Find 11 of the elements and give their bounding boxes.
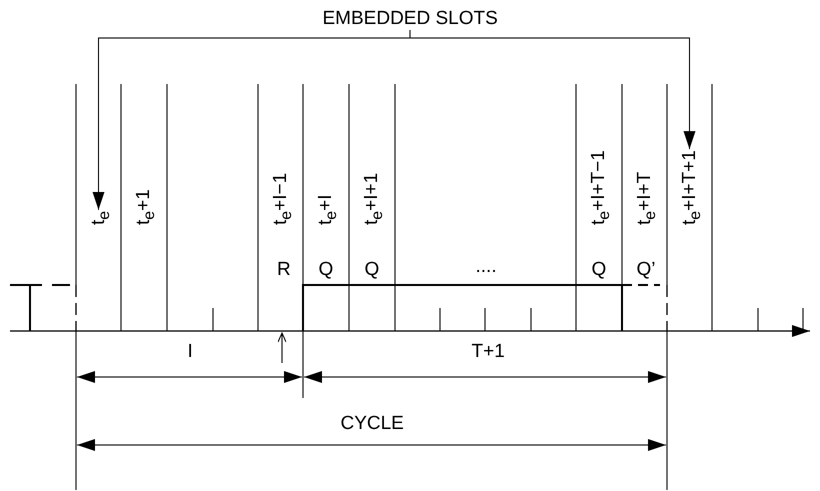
- state-label: Q: [592, 259, 606, 281]
- dimension-label: T+1: [472, 341, 505, 363]
- heading-label: EMBEDDED SLOTS: [322, 8, 498, 30]
- arrow: [410, 30, 696, 150]
- state-label: Q: [364, 259, 380, 281]
- state-label: Q: [318, 259, 334, 281]
- dimension-label: CYCLE: [340, 413, 404, 435]
- ellipsis: ....: [476, 256, 497, 278]
- state-label: Q’: [636, 259, 656, 281]
- dimension-label: I: [188, 341, 193, 363]
- state-label: R: [277, 259, 291, 281]
